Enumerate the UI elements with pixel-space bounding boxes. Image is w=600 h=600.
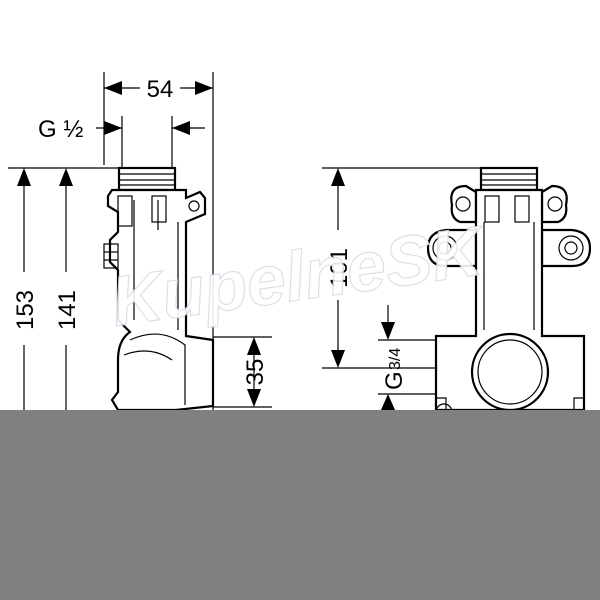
dimension-35: 35 (213, 336, 272, 408)
dimension-141: 141 (54, 168, 81, 410)
side-view-body (103, 166, 215, 412)
dimension-thread-top-label: G ½ (38, 116, 83, 143)
dimension-153: 153 (8, 167, 118, 410)
dimension-101-label: 101 (326, 248, 353, 288)
dimension-54-label: 54 (147, 76, 174, 103)
dimension-153-label: 153 (12, 290, 39, 330)
dimension-35-label: 35 (242, 359, 269, 386)
side-view: 54 G ½ 153 141 (8, 72, 272, 412)
front-view: 101 G 3/4 (322, 166, 592, 421)
bottom-gray-band (0, 410, 600, 600)
front-view-body (426, 166, 592, 421)
dimension-thread-outlet-fraction: 3/4 (387, 348, 404, 370)
dimension-thread-outlet: G 3/4 (378, 305, 470, 410)
dimension-thread-outlet-label: G (381, 371, 408, 390)
dimension-141-label: 141 (54, 290, 81, 330)
dimension-101: 101 (322, 167, 480, 369)
dimension-thread-top: G ½ (38, 116, 205, 168)
